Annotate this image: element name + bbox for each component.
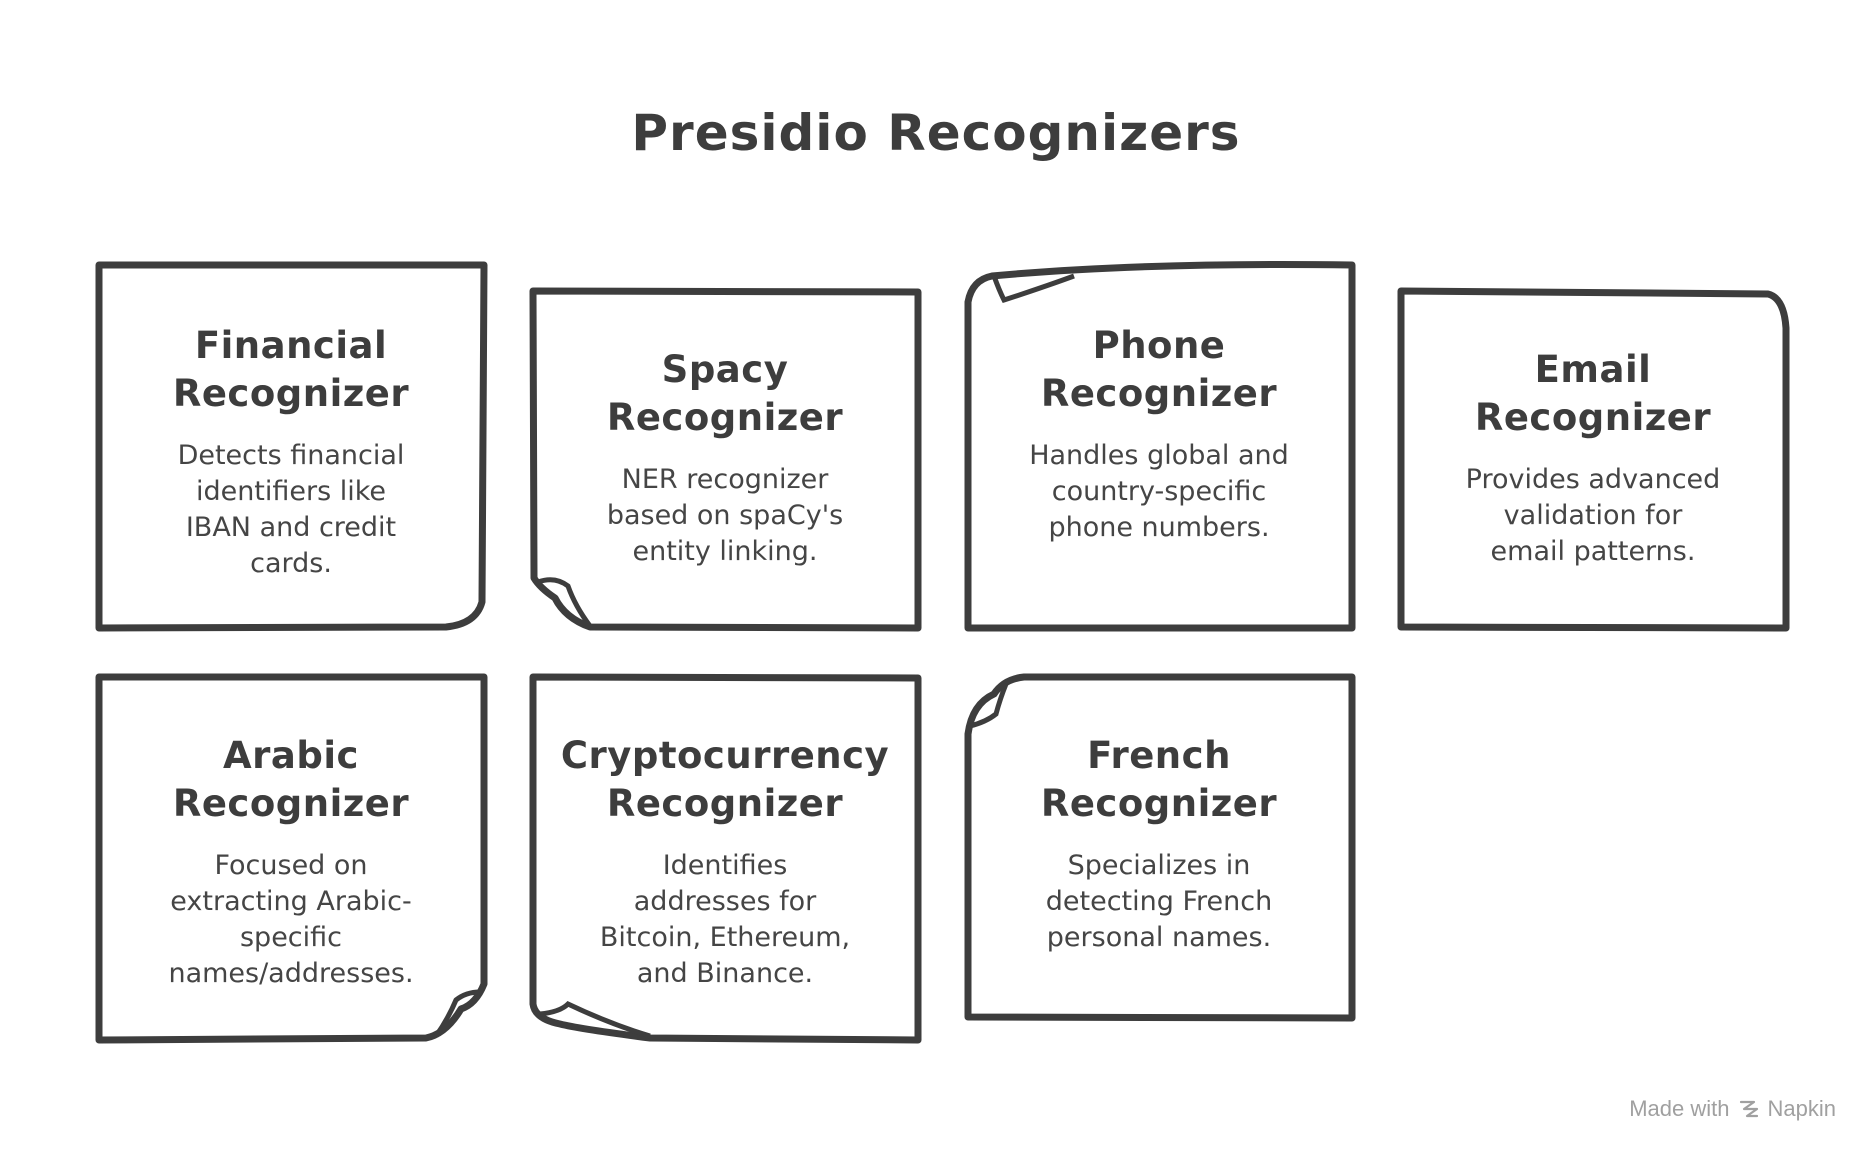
- card-description: Provides advanced validation for email p…: [1465, 464, 1721, 567]
- card-frame: [964, 673, 1356, 1022]
- made-with-napkin-footer[interactable]: Made with Napkin: [1629, 1096, 1836, 1122]
- card-frame: [1397, 287, 1790, 632]
- card-cryptocurrency-recognizer: Cryptocurrency Recognizer Identifies add…: [529, 673, 922, 1044]
- card-description: Specializes in detecting French personal…: [1045, 850, 1273, 953]
- card-email-recognizer: Email Recognizer Provides advanced valid…: [1397, 287, 1790, 632]
- card-financial-recognizer: Financial Recognizer Detects financial i…: [95, 261, 488, 632]
- card-frame: [529, 673, 922, 1044]
- card-french-recognizer: French Recognizer Specializes in detecti…: [964, 673, 1356, 1022]
- card-arabic-recognizer: Arabic Recognizer Focused on extracting …: [95, 673, 488, 1044]
- card-title: Cryptocurrency Recognizer: [560, 734, 890, 825]
- card-description: Identifies addresses for Bitcoin, Ethere…: [599, 850, 851, 989]
- diagram-title: Presidio Recognizers: [631, 104, 1241, 162]
- card-title: Phone Recognizer: [1040, 324, 1278, 415]
- card-description: NER recognizer based on spaCy's entity l…: [606, 464, 844, 567]
- card-description: Focused on extracting Arabic-specific na…: [168, 850, 414, 989]
- card-phone-recognizer: Phone Recognizer Handles global and coun…: [964, 260, 1356, 632]
- made-with-label: Made with: [1629, 1096, 1730, 1121]
- card-frame: [964, 260, 1356, 632]
- card-description: Detects financial identifiers like IBAN …: [177, 440, 405, 579]
- card-frame: [95, 261, 488, 632]
- card-frame: [529, 287, 922, 632]
- card-title: Spacy Recognizer: [606, 348, 844, 439]
- card-frame: [95, 673, 488, 1044]
- napkin-brand-label: Napkin: [1767, 1096, 1836, 1121]
- card-description: Handles global and country-specific phon…: [1029, 440, 1289, 543]
- card-title: Arabic Recognizer: [172, 734, 410, 825]
- card-title: Financial Recognizer: [172, 324, 410, 415]
- card-title: Email Recognizer: [1474, 348, 1712, 439]
- card-spacy-recognizer: Spacy Recognizer NER recognizer based on…: [529, 287, 922, 632]
- card-title: French Recognizer: [1040, 734, 1278, 825]
- napkin-logo-icon: [1739, 1100, 1758, 1118]
